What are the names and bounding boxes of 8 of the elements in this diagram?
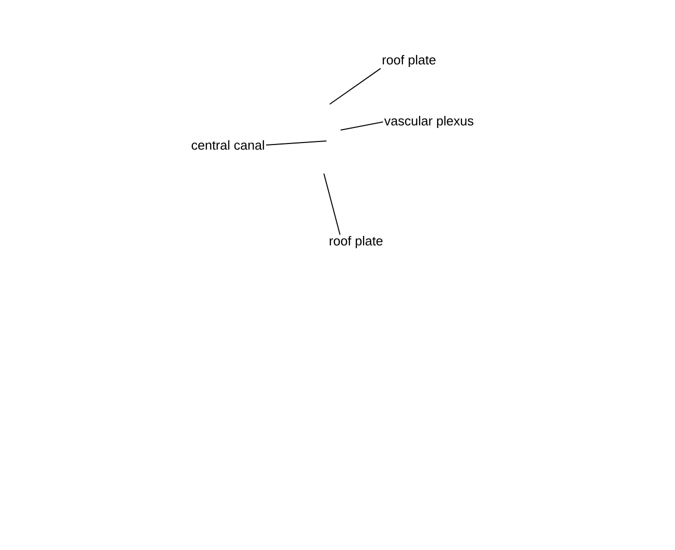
leader-line (324, 174, 340, 235)
part-label: roof plate (330, 236, 382, 248)
leader-line (266, 140, 326, 146)
part-label: vascular plexus (384, 116, 474, 128)
part-label: roof plate (382, 54, 436, 68)
part-label: central canal (192, 140, 264, 150)
leader-line (330, 68, 381, 104)
leader-line (340, 122, 384, 130)
